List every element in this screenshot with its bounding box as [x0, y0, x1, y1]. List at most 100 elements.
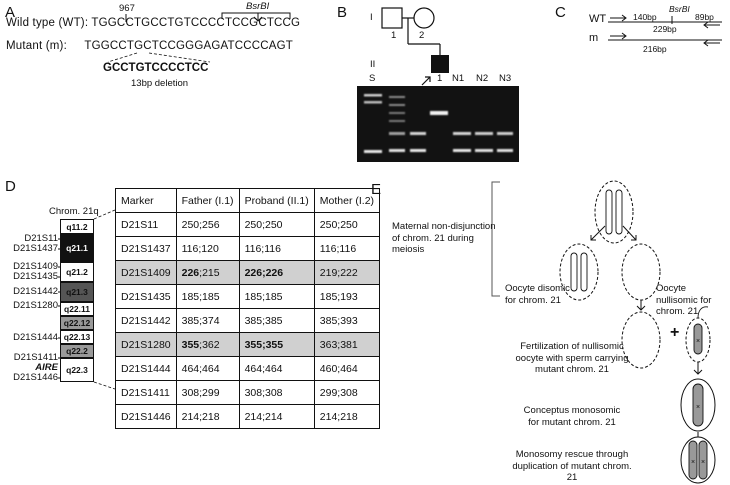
panel-a-lines — [107, 12, 291, 63]
c-wt-label: WT — [589, 13, 607, 25]
band-q22-12: q22.12 — [60, 316, 94, 330]
lane-n2: N2 — [476, 73, 489, 84]
e-step-1: Maternal non-disjunction of chrom. 21 du… — [392, 221, 496, 255]
table-cell: D21S1446 — [115, 404, 177, 429]
table-cell: D21S1444 — [115, 356, 177, 381]
plus-sign: + — [670, 324, 680, 341]
table-cell: 460;464 — [313, 356, 381, 381]
enzyme-label: BsrBI — [246, 1, 270, 12]
position-label: 967 — [119, 3, 135, 14]
e-step-5: Conceptus monosomic for mutant chrom. 21 — [523, 405, 621, 428]
panel-a-letter: A — [5, 4, 16, 21]
table-row: D21S1446 214;218 214;214 214;218 — [115, 404, 381, 429]
table-cell: 355;362 — [175, 332, 240, 357]
table-cell: D21S11 — [115, 212, 177, 237]
table-cell: 214;218 — [313, 404, 381, 429]
table-cell: 363;381 — [313, 332, 381, 357]
band-q22-3: q22.3 — [60, 358, 94, 382]
chromosome-ticks — [58, 209, 116, 390]
wt-sequence: TGGCCTGCCTGTCCCCTCCGCTCCG — [91, 17, 301, 29]
table-cell: 214;214 — [238, 404, 315, 429]
table-cell: 116;116 — [238, 236, 315, 261]
panel-b-letter: B — [337, 4, 348, 21]
e-step-2: Oocyte disomic for chrom. 21 — [505, 283, 570, 306]
gel-image — [357, 86, 519, 162]
frag-89: 89bp — [695, 12, 714, 22]
table-cell: 226;215 — [175, 260, 240, 285]
band-q21-2: q21.2 — [60, 262, 94, 282]
table-cell: D21S1442 — [115, 308, 177, 333]
table-cell: 385;393 — [313, 308, 381, 333]
svg-text:×: × — [696, 404, 700, 411]
pedigree — [381, 7, 449, 86]
table-cell: 299;308 — [313, 380, 381, 405]
table-cell: 116;120 — [175, 236, 240, 261]
band-q22-11: q22.11 — [60, 302, 94, 316]
table-cell: 355;355 — [238, 332, 315, 357]
table-cell: 250;250 — [313, 212, 381, 237]
individual-i1: 1 — [391, 30, 397, 41]
left-marker: D21S1409 — [13, 261, 58, 272]
table-cell: D21S1437 — [115, 236, 177, 261]
lane-n3: N3 — [499, 73, 512, 84]
table-row: D21S1411 308;299 308;308 299;308 — [115, 380, 381, 405]
e-step-4: Fertilization of nullisomic oocyte with … — [515, 341, 629, 375]
table-cell: 385;374 — [175, 308, 240, 333]
table-cell: 464;464 — [238, 356, 315, 381]
panel-d-letter: D — [5, 178, 16, 195]
mutant-label: Mutant (m): — [6, 40, 67, 52]
table-cell: 385;385 — [238, 308, 315, 333]
band-q21-1: q21.1 — [60, 234, 94, 262]
wt-label: Wild type (WT): — [6, 17, 89, 29]
table-cell: 185;185 — [175, 284, 240, 309]
bold-allele: 226 — [181, 266, 200, 279]
frag-140: 140bp — [633, 12, 657, 22]
left-marker: D21S1444 — [13, 332, 58, 343]
table-row: D21S1435 185;185 185;185 185;193 — [115, 284, 381, 309]
header-cell: Father (I.1) — [175, 188, 240, 213]
left-marker: D21S1446 — [13, 372, 58, 383]
band-q11-2: q11.2 — [60, 219, 94, 234]
generation-1: I — [370, 12, 373, 23]
table-cell: 219;222 — [313, 260, 381, 285]
mutant-sequence: TGGCCTGCTCCGGGAGATCCCCAGT — [84, 40, 293, 52]
left-marker: D21S1437 — [13, 243, 58, 254]
panel-e-diagram: × × × × — [491, 180, 716, 484]
table-cell: 226;226 — [238, 260, 315, 285]
table-cell: D21S1280 — [115, 332, 177, 357]
aire-marker: AIRE — [35, 362, 58, 373]
header-cell: Mother (I.2) — [313, 188, 381, 213]
table-row-highlight: D21S1409 226;215 226;226 219;222 — [115, 260, 381, 285]
table-cell: 308;299 — [175, 380, 240, 405]
left-marker: D21S11 — [24, 233, 58, 244]
panel-c-diagram — [608, 14, 722, 47]
m-total: 216bp — [643, 44, 667, 54]
table-row: D21S1442 385;374 385;385 385;393 — [115, 308, 381, 333]
table-cell: 185;193 — [313, 284, 381, 309]
left-marker: D21S1442 — [13, 286, 58, 297]
table-row-highlight: D21S1280 355;362 355;355 363;381 — [115, 332, 381, 357]
header-cell: Marker — [115, 188, 177, 213]
e-step-3: Oocyte nullisomic for chrom. 21 — [656, 283, 712, 317]
bold-allele: 355 — [181, 338, 200, 351]
svg-text:×: × — [701, 459, 705, 466]
table-cell: 214;218 — [175, 404, 240, 429]
band-q22-13: q22.13 — [60, 330, 94, 344]
table-row: D21S1444 464;464 464;464 460;464 — [115, 356, 381, 381]
c-enzyme: BsrBI — [669, 4, 690, 14]
header-cell: Proband (II.1) — [238, 188, 315, 213]
wt-total: 229bp — [653, 24, 677, 34]
panel-c-letter: C — [555, 4, 566, 21]
svg-text:×: × — [696, 338, 700, 345]
bold-allele: 355;355 — [244, 338, 284, 351]
table-row: D21S11 250;256 250;250 250;250 — [115, 212, 381, 237]
chrom-label: Chrom. 21q — [49, 206, 99, 217]
table-cell: D21S1409 — [115, 260, 177, 285]
proband-symbol — [431, 55, 449, 73]
table-cell: 116;116 — [313, 236, 381, 261]
table-row: D21S1437 116;120 116;116 116;116 — [115, 236, 381, 261]
panel-e-letter: E — [371, 181, 382, 198]
lane-s: S — [369, 73, 376, 84]
table-cell: D21S1411 — [115, 380, 177, 405]
table-cell: D21S1435 — [115, 284, 177, 309]
